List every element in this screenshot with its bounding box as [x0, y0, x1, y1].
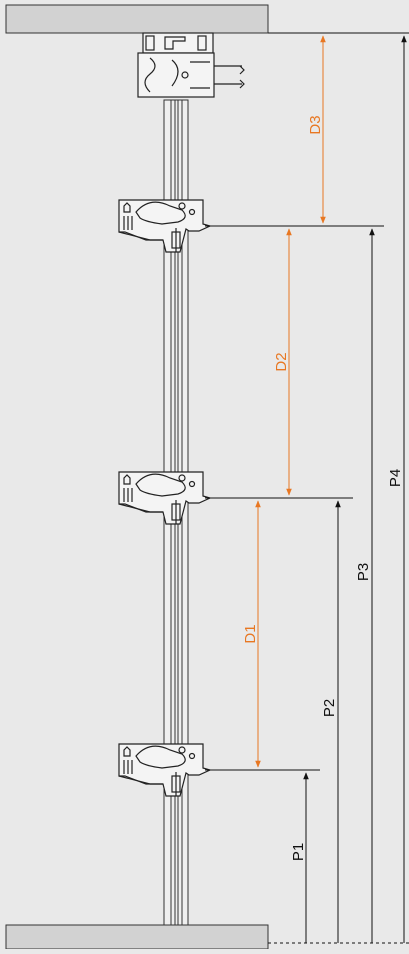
dimension-P2: P2	[321, 500, 341, 943]
extension-lines	[205, 32, 409, 771]
label-D2: D2	[273, 352, 290, 371]
dimension-P3: P3	[355, 228, 375, 943]
bottom-panel	[5, 924, 269, 950]
clip-fitting-1	[118, 199, 212, 253]
dimension-P4: P4	[387, 35, 407, 943]
dimension-D2: D2	[273, 228, 292, 496]
label-D3: D3	[307, 115, 324, 134]
label-D1: D1	[242, 624, 259, 643]
clip-fitting-3	[118, 743, 212, 797]
top-panel	[5, 4, 269, 34]
label-P3: P3	[355, 563, 372, 581]
label-P4: P4	[387, 469, 404, 487]
label-P1: P1	[290, 843, 307, 861]
clip-fittings	[118, 199, 212, 797]
dimension-D1: D1	[242, 500, 261, 768]
dimension-D3: D3	[307, 35, 326, 224]
top-fitting	[137, 32, 245, 98]
clip-fitting-2	[118, 471, 212, 525]
label-P2: P2	[321, 699, 338, 717]
dimension-P1: P1	[290, 772, 309, 943]
